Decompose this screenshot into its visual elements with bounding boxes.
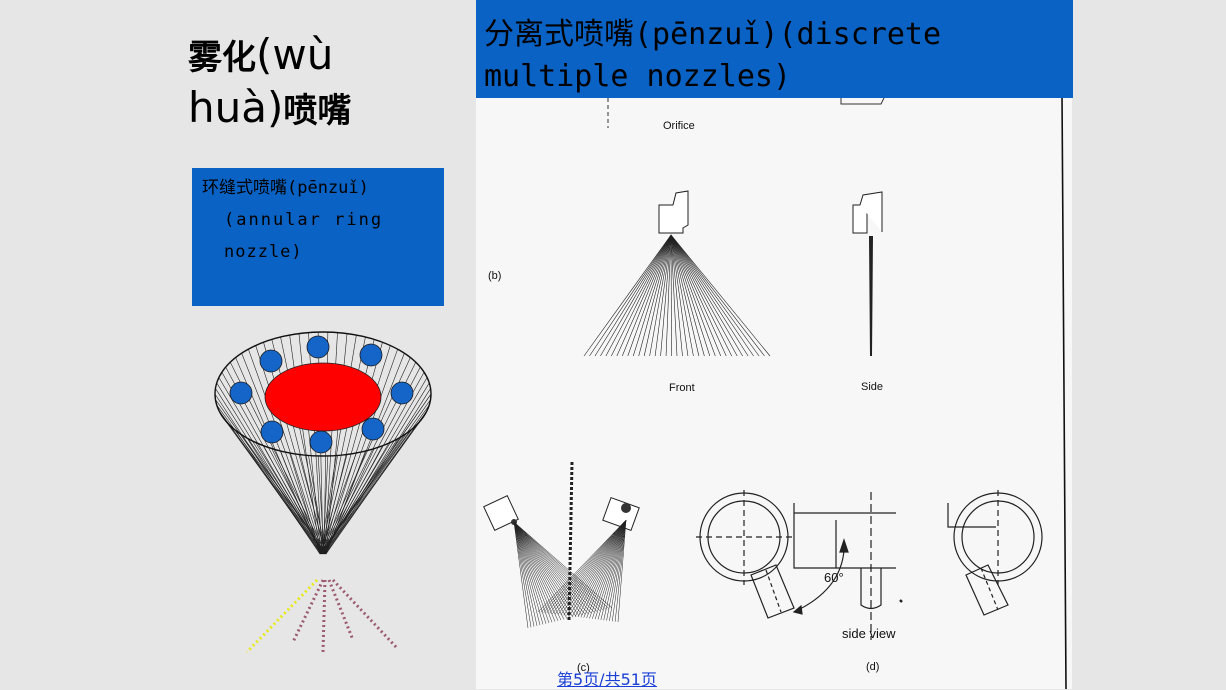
annular-cone-illustration: [214, 331, 432, 654]
central-red-orifice: [264, 362, 382, 432]
title-latin-1: (wù: [256, 30, 334, 79]
nozzle-diagrams: [483, 94, 1067, 690]
annular-caption-line1: 环缝式喷嘴(pēnzuǐ): [202, 178, 369, 198]
header-line2: multiple nozzles): [484, 59, 792, 94]
title-latin-2: huà): [188, 83, 284, 132]
label-side-view: side view: [842, 626, 896, 641]
opposed-nozzles: [483, 461, 640, 629]
annular-caption-line2: (annular ring: [224, 210, 384, 230]
title-cjk-1: 雾化: [188, 38, 256, 78]
label-d: (d): [866, 661, 880, 673]
annular-caption-line3: nozzle): [224, 242, 303, 262]
label-b: (b): [488, 270, 502, 282]
ring-orifice: [361, 417, 385, 441]
side-view-diagram: [696, 490, 1043, 640]
discrete-nozzle-header: 分离式喷嘴(pēnzuǐ)(discrete multiple nozzles): [476, 0, 1073, 98]
label-c: (c): [577, 662, 590, 674]
ring-orifice: [229, 381, 253, 405]
label-side: Side: [861, 381, 884, 393]
ring-orifice: [359, 343, 383, 367]
header-line1: 分离式喷嘴(pēnzuǐ)(discrete: [484, 17, 942, 52]
ring-orifice: [259, 349, 283, 373]
ring-orifice: [390, 381, 414, 405]
label-front: Front: [669, 382, 695, 394]
title-cjk-2: 喷嘴: [283, 91, 352, 131]
page-indicator-link[interactable]: 第5页/共51页: [557, 670, 657, 689]
annular-nozzle-caption: 环缝式喷嘴(pēnzuǐ) (annular ring nozzle): [192, 168, 444, 306]
ring-orifice: [260, 420, 284, 444]
label-orifice: Orifice: [663, 120, 695, 132]
front-nozzle: [583, 190, 771, 357]
nozzle-figure-panel: [476, 0, 1072, 689]
slide-title: 雾化(wù huà)喷嘴: [188, 30, 448, 136]
side-nozzle: [852, 191, 883, 356]
ring-orifice: [309, 430, 333, 454]
label-angle: 60°: [824, 570, 844, 585]
ring-orifice: [306, 335, 330, 359]
